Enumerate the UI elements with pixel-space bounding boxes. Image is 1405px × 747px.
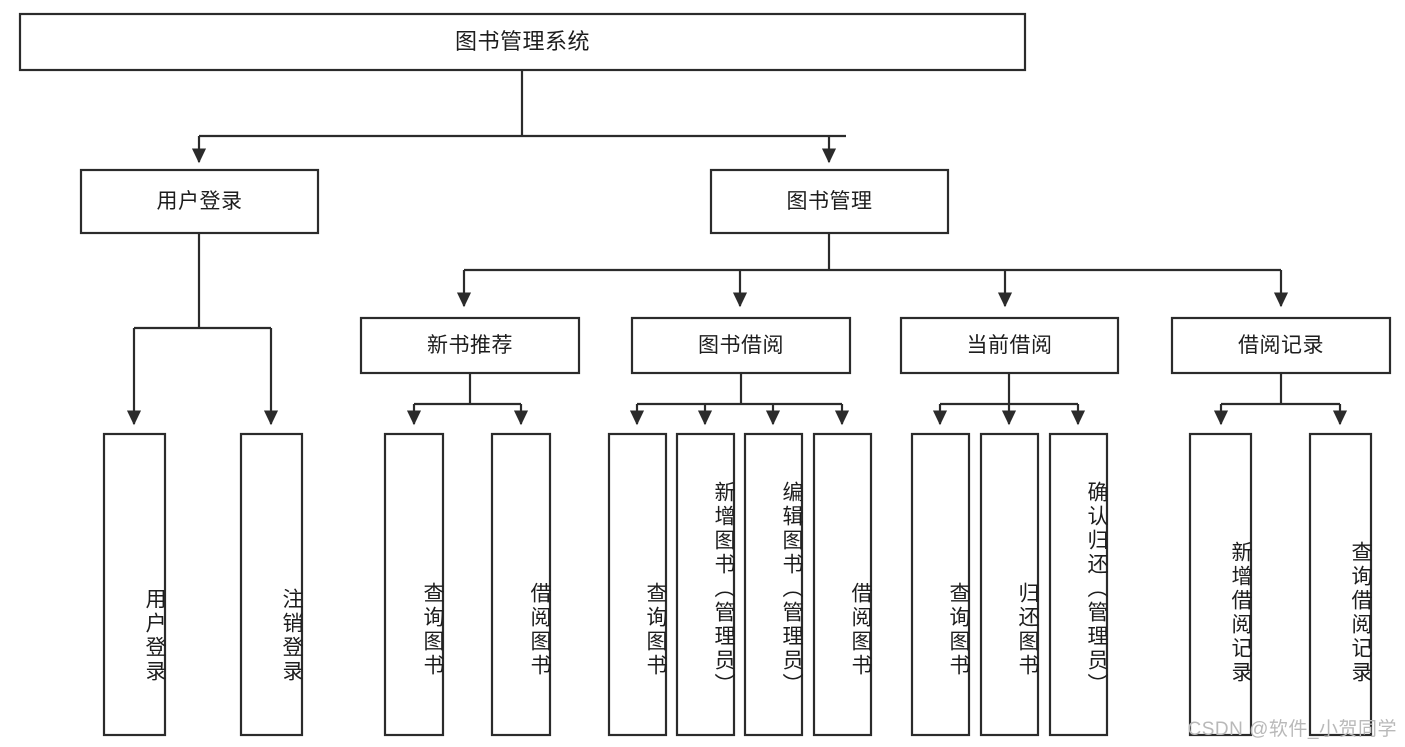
leaf-box[interactable] (102, 432, 167, 737)
connector-borrowrecord-to-leaves (1213, 373, 1348, 426)
leaf-box[interactable] (675, 432, 736, 737)
connector-currentborrow-to-leaves (932, 373, 1086, 426)
leaf-box[interactable] (910, 432, 971, 737)
leaf-box[interactable] (812, 432, 873, 737)
leaf-box[interactable] (1308, 432, 1373, 737)
leaf-box[interactable] (239, 432, 304, 737)
node-new-book-recommend-box[interactable] (359, 316, 581, 375)
leaf-box[interactable] (1048, 432, 1109, 737)
leaf-box[interactable] (383, 432, 445, 737)
leaf-box[interactable] (1188, 432, 1253, 737)
connector-bookborrow-to-leaves (629, 373, 850, 426)
leaf-box[interactable] (490, 432, 552, 737)
node-root-box[interactable] (18, 12, 1027, 72)
leaf-box[interactable] (607, 432, 668, 737)
leaf-box[interactable] (743, 432, 804, 737)
node-book-management-box[interactable] (709, 168, 950, 235)
connector-root-to-level2 (191, 70, 846, 164)
node-current-borrow-box[interactable] (899, 316, 1120, 375)
node-book-borrow-box[interactable] (630, 316, 852, 375)
leaf-box[interactable] (979, 432, 1040, 737)
node-user-login-box[interactable] (79, 168, 320, 235)
connector-userlogin-to-leaves (126, 233, 279, 426)
connector-newbook-to-leaves (406, 373, 529, 426)
watermark-text: CSDN @软件_小贺同学 (1187, 719, 1397, 740)
node-borrow-record-box[interactable] (1170, 316, 1392, 375)
connector-bookmgmt-to-level3 (456, 233, 1289, 308)
